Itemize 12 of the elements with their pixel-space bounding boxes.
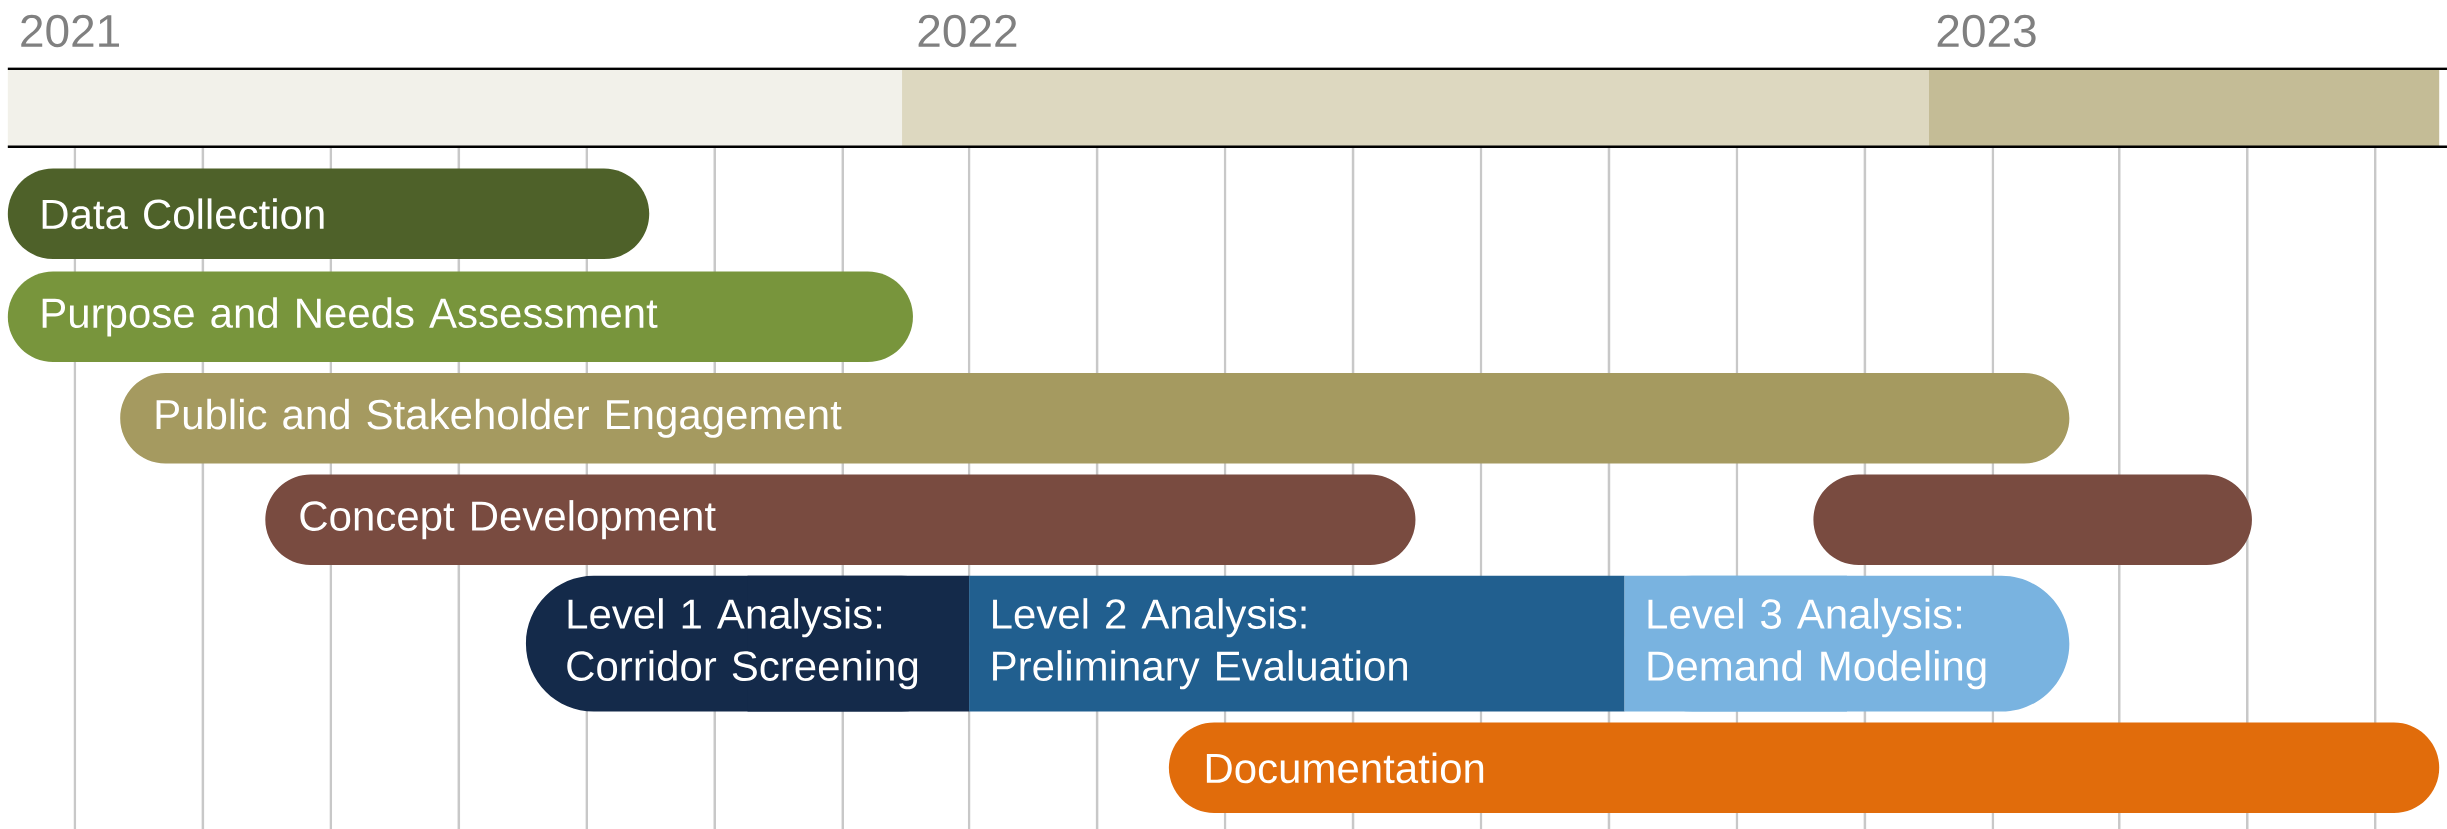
- task-bar: Documentation: [1168, 722, 2440, 814]
- year-label: 2022: [918, 14, 1017, 48]
- task-bar: [1813, 474, 2252, 565]
- year-label: 2023: [1937, 14, 2036, 48]
- task-bar: Concept Development: [265, 474, 1416, 565]
- task-bar: Level 3 Analysis: Demand Modeling: [1624, 575, 2070, 712]
- task-bar: Public and Stakeholder Engagement: [120, 373, 2070, 464]
- task-bar: Data Collection: [7, 168, 650, 260]
- task-bar: Level 1 Analysis: Corridor Screening: [525, 575, 970, 712]
- task-bar: Purpose and Needs Assessment: [7, 271, 913, 363]
- year-label: 2021: [21, 14, 119, 48]
- task-bar: Level 2 Analysis: Preliminary Evaluation: [969, 575, 1625, 712]
